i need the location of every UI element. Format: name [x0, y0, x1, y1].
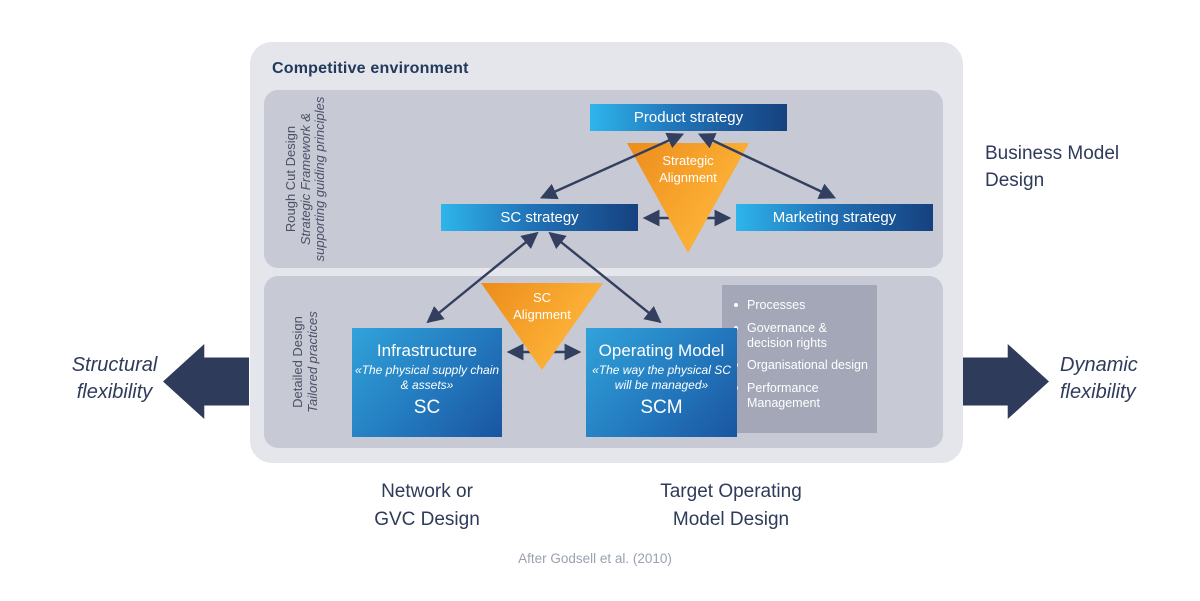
business-model-design-label: Business Model Design: [985, 143, 1120, 191]
dynamic-flexibility-label: Dynamic flexibility: [1060, 354, 1138, 403]
list-item: Governance & decision rights: [734, 321, 869, 351]
operating-model-bullet-box: Processes Governance & decision rights O…: [722, 285, 877, 433]
list-item: Processes: [734, 298, 869, 313]
operating-model-quote: «The way the physical SC will be managed…: [592, 362, 731, 393]
citation-text: After Godsell et al. (2010): [518, 551, 672, 566]
operating-model-title: Operating Model: [598, 341, 725, 360]
operating-model-abbr: SCM: [640, 396, 683, 418]
row-label-sub: Tailored practices: [305, 311, 321, 413]
competitive-environment-title: Competitive environment: [272, 60, 469, 77]
row-label-main: Rough Cut Design: [282, 125, 298, 233]
bullet-list: Processes Governance & decision rights O…: [734, 298, 869, 411]
structural-flexibility-label: Structural flexibility: [71, 354, 158, 403]
sc-strategy-box: SC strategy: [441, 204, 638, 231]
infrastructure-abbr: SC: [413, 396, 441, 418]
row-label-sub: Strategic Framework & supporting guiding…: [297, 96, 328, 262]
marketing-strategy-box: Marketing strategy: [736, 204, 933, 231]
bullet-text: Performance Management: [747, 381, 820, 410]
marketing-strategy-label: Marketing strategy: [772, 209, 897, 226]
infrastructure-box: Infrastructure «The physical supply chai…: [352, 328, 502, 437]
list-item: Organisational design: [734, 358, 869, 373]
product-strategy-box: Product strategy: [590, 104, 787, 131]
bullet-dot-icon: [734, 325, 738, 330]
network-gvc-design-label: Network or GVC Design: [374, 481, 480, 530]
right-arrow-icon: [963, 344, 1049, 419]
infrastructure-quote: «The physical supply chain & assets»: [354, 362, 500, 393]
product-strategy-label: Product strategy: [633, 109, 744, 126]
operating-model-box: Operating Model «The way the physical SC…: [586, 328, 737, 437]
row-label-main: Detailed Design: [290, 316, 306, 408]
bullet-dot-icon: [734, 303, 738, 307]
bullet-text: Processes: [747, 298, 806, 312]
bullet-text: Organisational design: [747, 358, 868, 373]
bullet-text: Governance & decision rights: [747, 320, 827, 350]
infrastructure-title: Infrastructure: [376, 341, 478, 360]
list-item: Performance Management: [734, 381, 869, 411]
sc-strategy-label: SC strategy: [500, 209, 579, 226]
detailed-design-row-label: Detailed Design Tailored practices: [264, 276, 348, 448]
rough-cut-design-row-label: Rough Cut Design Strategic Framework & s…: [264, 90, 348, 268]
target-operating-model-design-label: Target Operating Model Design: [660, 481, 802, 530]
